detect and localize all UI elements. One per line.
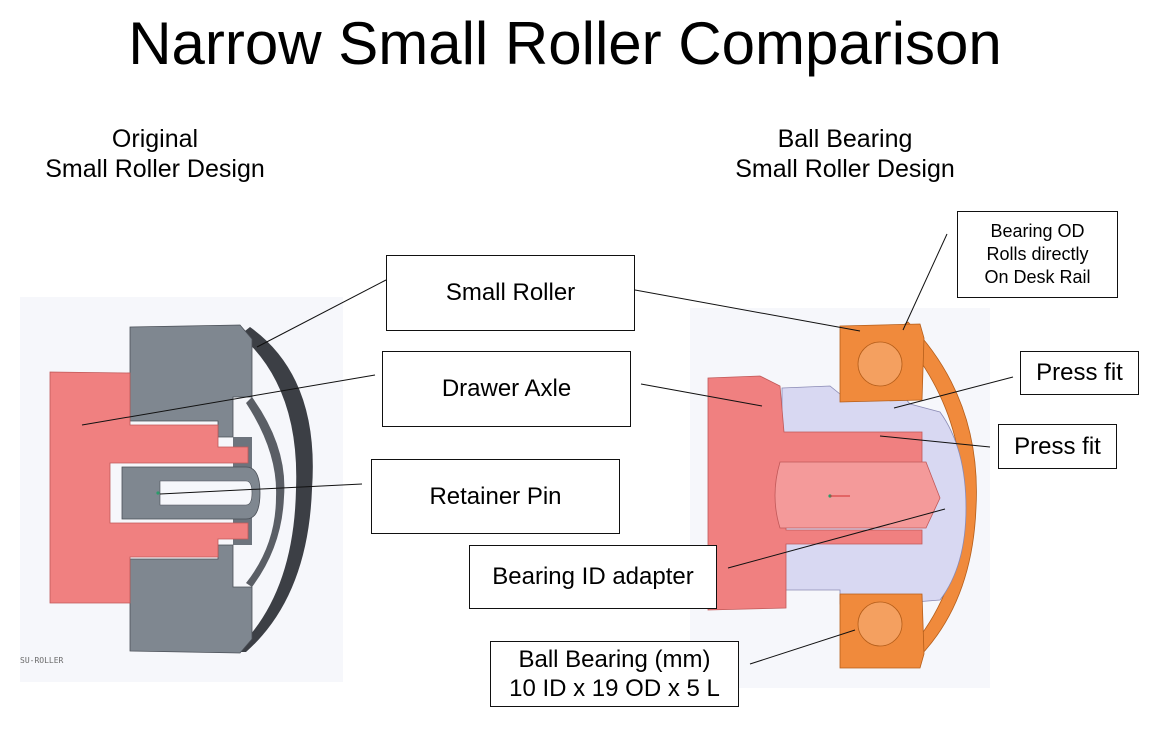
page-title: Narrow Small Roller Comparison <box>128 10 1002 77</box>
bearing-od-line3: On Desk Rail <box>984 267 1091 287</box>
callout-retainer-pin: Retainer Pin <box>371 459 620 534</box>
original-heading-line2: Small Roller Design <box>45 155 265 183</box>
original-heading-line1: Original <box>111 125 199 153</box>
callout-press-fit-outer: Press fit <box>1020 351 1139 395</box>
ball-bearing-roller-cross-section <box>690 308 990 688</box>
callout-drawer-axle: Drawer Axle <box>382 351 631 427</box>
axle-shaft <box>774 461 941 529</box>
model-tag: SU-ROLLER <box>20 656 64 665</box>
bearing-od-line1: Bearing OD <box>990 221 1085 241</box>
callout-press-fit-inner: Press fit <box>998 424 1117 469</box>
callout-small-roller: Small Roller <box>386 255 635 331</box>
ball-bearing-line1: Ball Bearing (mm) <box>518 646 711 673</box>
retainer-pin-slot <box>159 480 253 506</box>
callout-bearing-od: Bearing OD Rolls directly On Desk Rail <box>957 211 1118 298</box>
axis-marker <box>156 491 160 495</box>
ball-bearing-design-heading: Ball Bearing Small Roller Design <box>690 124 1000 184</box>
bearing-ball-upper <box>857 341 903 387</box>
ball-bearing-line2: 10 ID x 19 OD x 5 L <box>509 675 720 702</box>
bearing-od-line2: Rolls directly <box>986 244 1089 264</box>
roller-inner-bore-shade <box>246 397 285 587</box>
callout-bearing-id-adapter: Bearing ID adapter <box>469 545 717 609</box>
bearing-ball-lower <box>857 601 903 647</box>
ball-bearing-heading-line2: Small Roller Design <box>735 155 955 183</box>
ball-bearing-heading-line1: Ball Bearing <box>777 125 913 153</box>
original-roller-cross-section <box>20 297 343 682</box>
original-design-heading: Original Small Roller Design <box>20 124 290 184</box>
callout-ball-bearing: Ball Bearing (mm) 10 ID x 19 OD x 5 L <box>490 641 739 707</box>
